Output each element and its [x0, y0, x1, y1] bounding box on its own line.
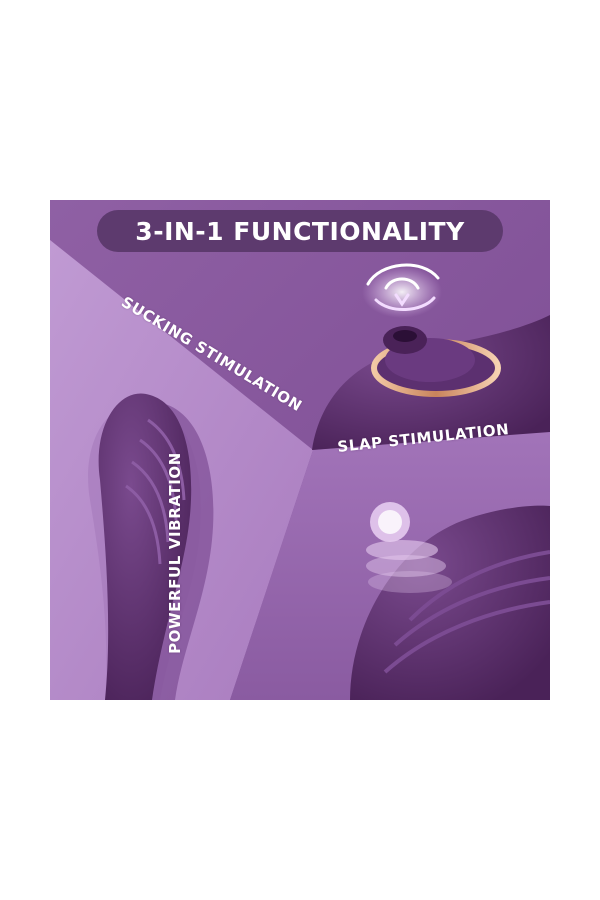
title-banner: 3-IN-1 FUNCTIONALITY [97, 210, 503, 252]
title-text: 3-IN-1 FUNCTIONALITY [135, 216, 465, 246]
tapping-pulse-icon [366, 502, 452, 593]
feature-panel: 3-IN-1 FUNCTIONALITY SUCKING STIMULATION… [50, 200, 550, 700]
suction-head-illustration [312, 315, 550, 450]
panel-artwork [50, 200, 550, 700]
suction-swirl-icon [362, 263, 442, 318]
label-powerful-vibration: POWERFUL VIBRATION [166, 452, 184, 654]
tapping-head-illustration [350, 505, 550, 700]
vibrating-tip-illustration [88, 393, 214, 700]
